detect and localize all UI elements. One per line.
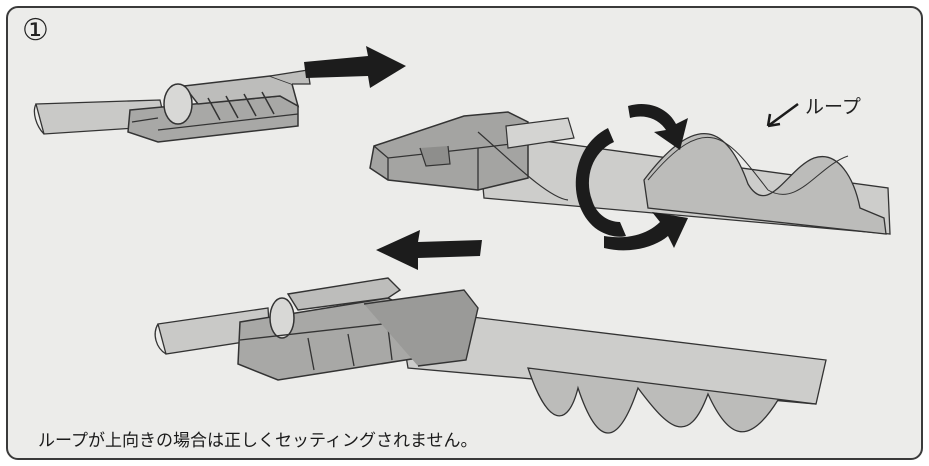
buckle-strap-illustration <box>33 46 891 434</box>
female-buckle-strap <box>33 69 311 143</box>
step-number: ① <box>22 13 49 48</box>
caption-text: ループが上向きの場合は正しくセッティングされません。 <box>38 431 478 451</box>
male-buckle-strap-loop <box>369 111 891 235</box>
diagram-panel: ① ループ ループが上向きの場合は正しくセッティングされません。 <box>6 6 923 460</box>
pointer-arrow-icon <box>766 102 799 128</box>
arrow-left-icon <box>376 230 482 270</box>
rotate-arrow-icon <box>575 104 688 251</box>
arrow-right-icon <box>304 46 406 88</box>
loop-label: ループ <box>805 96 861 118</box>
assembled-buckle-strap <box>154 277 827 434</box>
